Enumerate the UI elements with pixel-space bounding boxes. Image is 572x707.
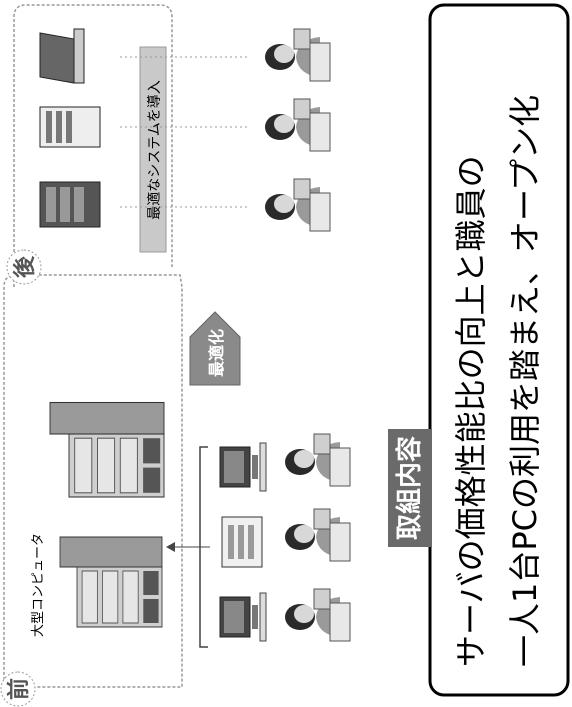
terminal-monitor (219, 592, 267, 642)
content-box: 取組内容 サーバの価格性能比の向上と職員の 一人1台PCの利用を踏まえ、オープン… (388, 3, 570, 697)
after-panel: 後 最適なシステムを導入 (6, 4, 331, 287)
person-after-3 (264, 28, 331, 82)
connection-arrowhead (166, 542, 175, 552)
content-line-1: サーバの価格性能比の向上と職員の (452, 155, 490, 667)
after-marker-circle (6, 249, 42, 285)
content-line-2: 一人1台PCの利用を踏まえ、オープン化 (506, 95, 544, 667)
optimize-arrow-shape (189, 311, 241, 386)
terminal-bracket (199, 446, 208, 648)
content-tag-bg (388, 429, 432, 547)
person-before-3 (284, 433, 351, 487)
optimize-label: 最適化 (207, 329, 226, 377)
mainframe-label: 大型コンピュータ (31, 533, 46, 637)
person-after-1 (264, 178, 331, 232)
optimize-arrow: 最適化 (189, 311, 241, 386)
after-marker: 後 (12, 255, 38, 278)
before-marker-circle (0, 671, 36, 707)
before-marker: 前 (6, 678, 32, 700)
mainframe-computer-1 (59, 536, 163, 628)
after-banner: 最適なシステムを導入 (146, 80, 163, 220)
mainframe-computer-2 (49, 401, 165, 498)
after-banner-bg (139, 46, 167, 253)
person-after-2 (264, 98, 331, 152)
server-tower (39, 181, 101, 228)
person-before-2 (284, 508, 351, 562)
before-panel: 前 大型コンピュータ (0, 274, 351, 707)
person-before-1 (284, 588, 351, 642)
terminal-printer (221, 516, 263, 568)
server-rack (39, 106, 101, 148)
after-panel-border (13, 4, 173, 287)
content-tag: 取組内容 (394, 436, 425, 540)
content-box-border (428, 3, 570, 697)
laptop (39, 28, 85, 84)
terminal-desktop (219, 442, 267, 492)
